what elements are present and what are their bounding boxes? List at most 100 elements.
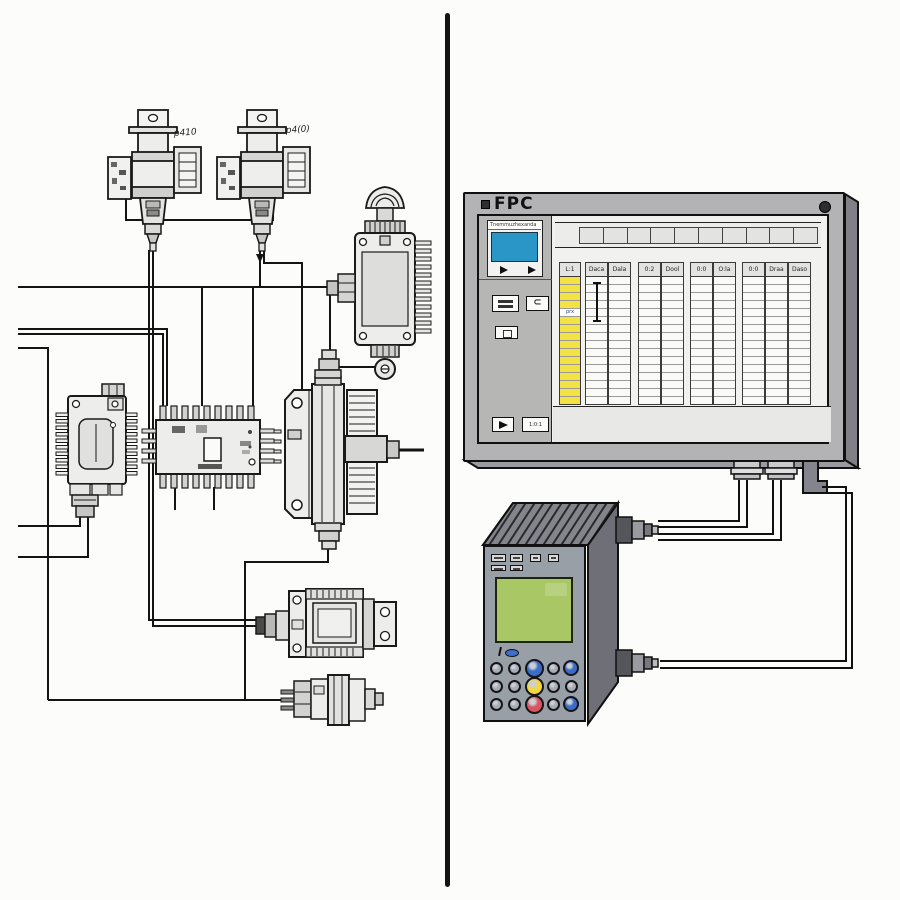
keypad-button[interactable] [507,697,521,711]
grid-cell[interactable] [743,301,764,309]
keypad-button[interactable] [507,679,521,693]
grid-cell[interactable] [586,317,607,325]
grid-cell[interactable] [639,365,660,373]
grid-cell[interactable] [714,341,735,349]
grid-cell[interactable] [766,341,787,349]
keypad-button[interactable] [524,676,544,696]
grid-cell[interactable] [560,333,580,341]
grid-cell[interactable] [662,317,683,325]
function-key[interactable] [510,554,523,562]
grid-cell[interactable] [639,293,660,301]
grid-cell[interactable] [766,397,787,404]
grid-cell[interactable] [743,397,764,404]
grid-cell[interactable] [691,285,712,293]
grid-cell[interactable] [691,389,712,397]
grid-cell[interactable] [789,365,810,373]
grid-cell[interactable] [639,357,660,365]
toolbar-cell[interactable] [793,228,817,243]
grid-cell[interactable] [609,317,630,325]
function-key[interactable] [491,554,506,562]
grid-cell[interactable] [766,285,787,293]
grid-cell[interactable] [560,341,580,349]
grid-cell[interactable] [714,285,735,293]
grid-cell[interactable] [662,397,683,404]
grid-cell[interactable] [691,373,712,381]
grid-cell[interactable] [560,277,580,285]
keypad-button[interactable] [489,661,503,675]
grid-cell[interactable] [789,285,810,293]
grid-cell[interactable] [560,373,580,381]
grid-cell[interactable] [766,349,787,357]
grid-cell[interactable] [639,349,660,357]
grid-cell[interactable] [691,309,712,317]
power-knob[interactable] [819,201,831,213]
grid-cell[interactable] [662,285,683,293]
function-key[interactable] [510,565,523,571]
grid-cell[interactable] [691,277,712,285]
grid-cell[interactable] [691,293,712,301]
grid-cell[interactable] [639,325,660,333]
grid-cell[interactable] [789,325,810,333]
grid-cell[interactable] [586,397,607,404]
grid-cell[interactable] [766,301,787,309]
selected-row-cell[interactable]: prx [560,309,580,317]
grid-cell[interactable] [714,357,735,365]
grid-cell[interactable] [766,325,787,333]
grid-cell[interactable] [586,365,607,373]
grid-cell[interactable] [586,373,607,381]
grid-cell[interactable] [639,317,660,325]
keypad-button[interactable] [546,679,560,693]
grid-cell[interactable] [560,365,580,373]
grid-cell[interactable] [714,293,735,301]
grid-cell[interactable] [743,349,764,357]
keypad-button[interactable] [524,658,544,678]
grid-cell[interactable] [662,357,683,365]
grid-cell[interactable] [714,309,735,317]
grid-cell[interactable] [691,357,712,365]
toolbar-cell[interactable] [626,228,651,243]
grid-cell[interactable] [743,325,764,333]
grid-cell[interactable] [639,389,660,397]
menu-button[interactable] [492,295,519,312]
grid-cell[interactable] [789,333,810,341]
edit-button[interactable]: ⊂ [526,296,549,311]
grid-cell[interactable] [714,333,735,341]
grid-cell[interactable] [609,389,630,397]
grid-cell[interactable] [560,285,580,293]
grid-cell[interactable] [691,317,712,325]
grid-cell[interactable] [766,277,787,285]
grid-cell[interactable] [560,325,580,333]
grid-cell[interactable] [691,301,712,309]
grid-cell[interactable] [560,301,580,309]
grid-cell[interactable] [609,357,630,365]
grid-cell[interactable] [639,397,660,404]
grid-cell[interactable] [789,349,810,357]
grid-cell[interactable] [560,389,580,397]
grid-cell[interactable] [586,325,607,333]
grid-cell[interactable] [560,317,580,325]
window-button[interactable] [495,326,518,339]
grid-cell[interactable] [789,389,810,397]
grid-cell[interactable] [691,349,712,357]
keypad-button[interactable] [524,694,544,714]
toolbar-cell[interactable] [769,228,793,243]
grid-cell[interactable] [560,357,580,365]
grid-cell[interactable] [766,357,787,365]
toolbar-cell[interactable] [745,228,770,243]
grid-cell[interactable] [609,325,630,333]
grid-cell[interactable] [789,293,810,301]
grid-cell[interactable] [662,333,683,341]
grid-cell[interactable] [639,373,660,381]
grid-cell[interactable] [789,301,810,309]
grid-cell[interactable] [586,333,607,341]
grid-cell[interactable] [560,349,580,357]
grid-cell[interactable] [639,301,660,309]
grid-cell[interactable] [743,365,764,373]
toolbar-cell[interactable] [602,228,627,243]
grid-cell[interactable] [714,349,735,357]
grid-cell[interactable] [609,277,630,285]
grid-cell[interactable] [714,389,735,397]
grid-cell[interactable] [662,301,683,309]
toolbar-cell[interactable] [650,228,674,243]
keypad-button[interactable] [564,679,578,693]
